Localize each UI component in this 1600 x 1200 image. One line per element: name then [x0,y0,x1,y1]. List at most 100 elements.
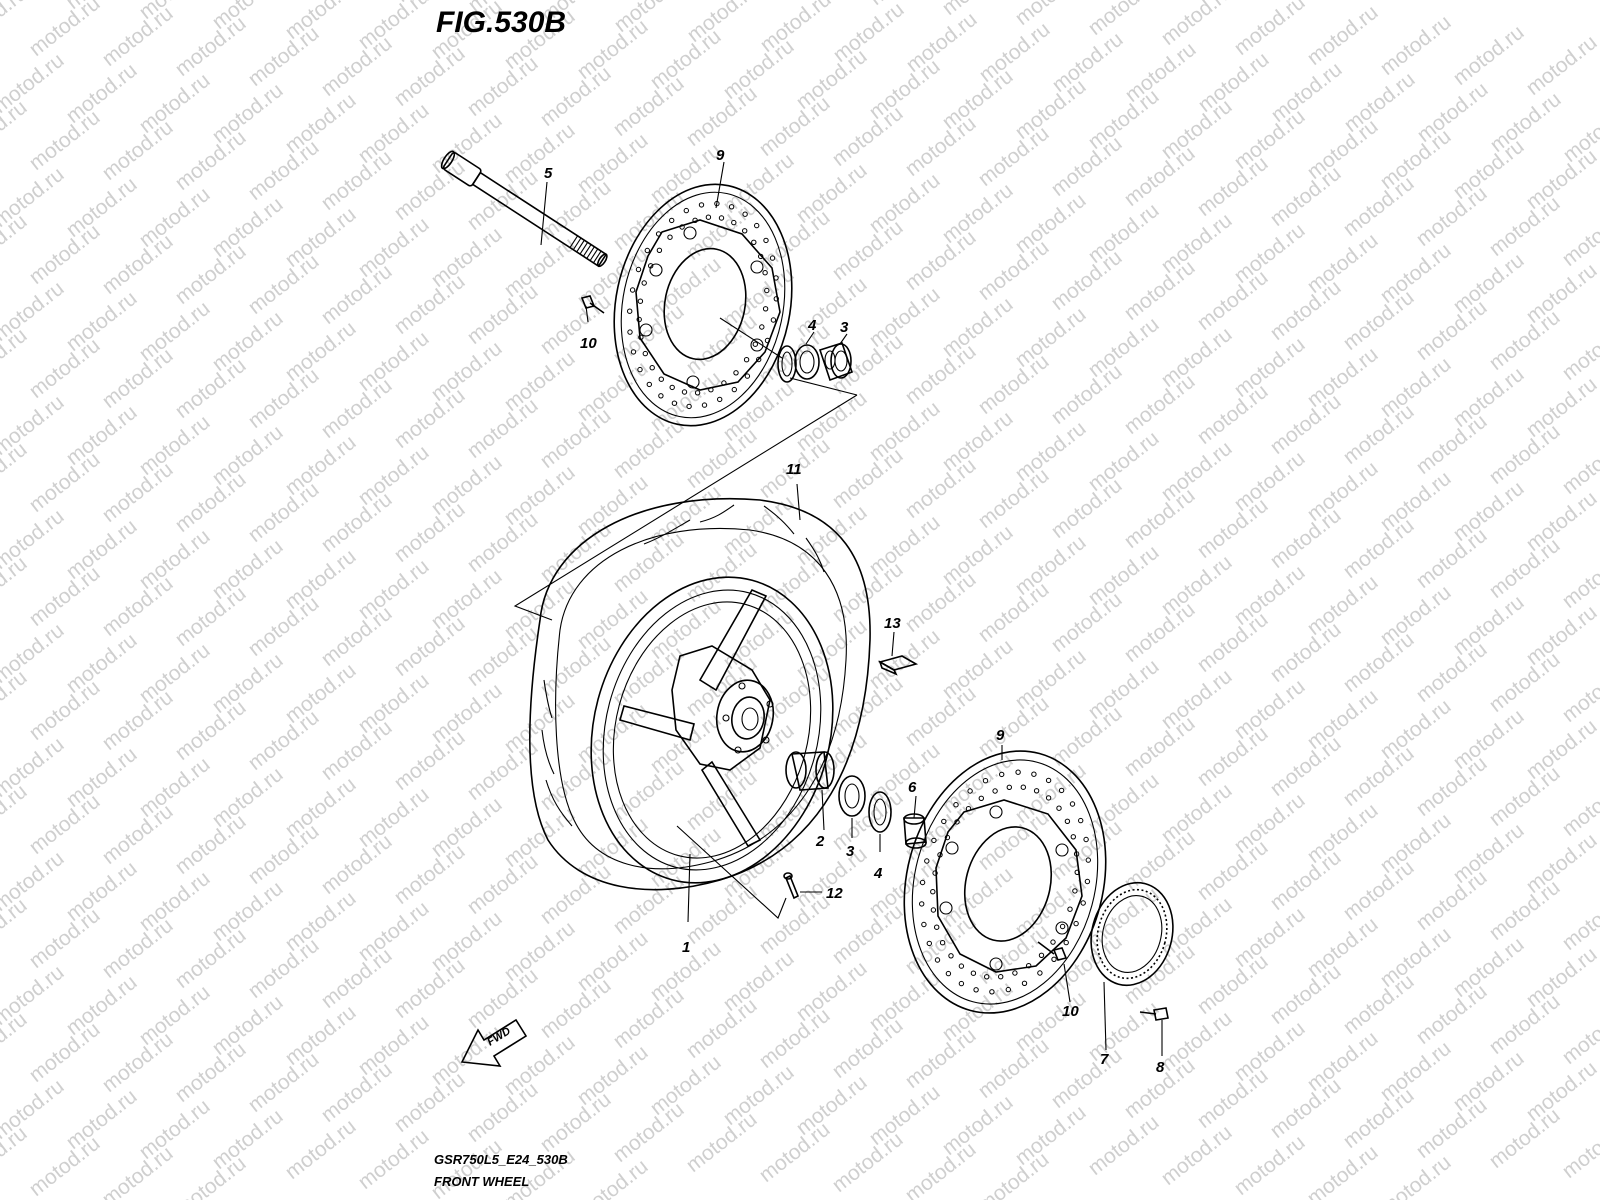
watermark-text: motod.ru [171,924,250,993]
disc-hole [1070,834,1077,840]
disc-hole [658,376,664,382]
disc-hole [718,215,725,221]
watermark-text: motod.ru [171,696,250,765]
watermark-text: motod.ru [828,900,907,969]
watermark-text: motod.ru [755,662,834,731]
watermark-text: motod.ru [536,404,615,473]
disc-hole [958,980,965,987]
watermark-text: motod.ru [390,612,469,681]
callout-11: 11 [786,461,802,478]
figure-caption: FRONT WHEEL [434,1174,529,1189]
watermark-text: motod.ru [536,632,615,701]
disc-hole [953,802,959,808]
watermark-text: motod.ru [828,102,907,171]
disc-hole [701,402,708,408]
watermark-text: motod.ru [317,374,396,443]
disc-hole [644,247,650,254]
watermark-text: motod.ru [1230,1131,1309,1200]
watermark-text: motod.ru [354,1125,433,1194]
watermark-text: motod.ru [25,904,104,973]
callout-5: 5 [544,165,553,182]
watermark-text: motod.ru [1157,0,1236,50]
watermark-text: motod.ru [25,106,104,175]
watermark-text: motod.ru [1303,1,1382,70]
watermark-text: motod.ru [244,136,323,205]
oil-seal-right [868,791,892,833]
watermark-text: motod.ru [609,72,688,141]
watermark-text: motod.ru [974,122,1053,191]
watermark-text: motod.ru [1266,846,1345,915]
disc-hole [1045,795,1052,801]
watermark-text: motod.ru [974,350,1053,419]
watermark-text: motod.ru [390,270,469,339]
watermark-text: motod.ru [317,830,396,899]
disc-hole [1006,784,1012,790]
watermark-text: motod.ru [25,448,104,517]
watermark-text: motod.ru [1084,1111,1163,1180]
watermark-text: motod.ru [1266,390,1345,459]
watermark-text: motod.ru [244,934,323,1003]
watermark-text: motod.ru [171,126,250,195]
disc-hole [635,266,642,273]
front-wheel-rim [590,576,834,884]
front-tire [528,498,871,891]
disc-hole [1067,906,1073,912]
disc-hole [1084,878,1091,885]
watermark-text: motod.ru [171,810,250,879]
disc-hole [744,373,751,379]
watermark-text: motod.ru [1266,732,1345,801]
watermark-text: motod.ru [1339,856,1418,925]
disc-hole [919,901,925,907]
watermark-text: motod.ru [98,2,177,71]
watermark-text: motod.ru [1412,296,1491,365]
watermark-text: motod.ru [901,568,980,637]
watermark-text: motod.ru [390,156,469,225]
watermark-text: motod.ru [1339,1084,1418,1153]
watermark-text: motod.ru [25,1018,104,1087]
watermark-text: motod.ru [427,1135,506,1200]
balance-weight [877,655,919,676]
disc-hole [1037,970,1043,976]
disc-hole [1085,857,1092,863]
disc-hole [627,329,633,335]
watermark-text: motod.ru [1120,940,1199,1009]
watermark-text: motod.ru [1339,172,1418,241]
disc-hole [939,940,946,946]
disc-hole [919,879,926,886]
watermark-text: motod.ru [1193,722,1272,791]
callout-12: 12 [826,885,843,902]
watermark-text: motod.ru [463,964,542,1033]
watermark-text: motod.ru [1193,608,1272,677]
oil-seal-left [777,345,797,383]
disc-hole [1056,805,1062,811]
watermark-text: motod.ru [974,578,1053,647]
watermark-text: motod.ru [609,756,688,825]
watermark-text: motod.ru [1376,11,1455,80]
watermark-text: motod.ru [98,1028,177,1097]
watermark-text: motod.ru [682,1108,761,1177]
watermark-text: motod.ru [1485,192,1564,261]
watermark-text: motod.ru [1047,246,1126,315]
watermark-text: motod.ru [390,498,469,567]
watermark-text: motod.ru [1485,420,1564,489]
disc-hole [751,239,757,246]
watermark-text: motod.ru [98,230,177,299]
watermark-text: motod.ru [25,0,104,61]
watermark-text: motod.ru [1558,886,1600,955]
callout-3-upper: 3 [840,319,849,336]
disc-hole [978,795,984,801]
watermark-text: motod.ru [901,340,980,409]
watermark-text: motod.ru [25,562,104,631]
disc-hole [921,921,927,928]
disc-hole [989,989,995,995]
watermark-text: motod.ru [1339,514,1418,583]
watermark-text: motod.ru [1412,638,1491,707]
disc-hole [1072,888,1078,894]
watermark-text: motod.ru [755,92,834,161]
disc-hole [669,384,675,391]
disc-hole [1020,784,1026,790]
watermark-text: motod.ru [1412,410,1491,479]
figure-title: FIG.530B [436,6,566,39]
front-axle [440,150,608,268]
watermark-text: motod.ru [1120,826,1199,895]
